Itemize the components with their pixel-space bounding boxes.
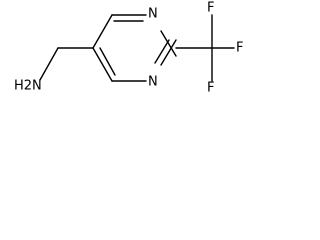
bond-n3-c2 (160, 39, 177, 66)
bond-n3-c2-inner (154, 39, 170, 64)
bond-c6-c5 (92, 14, 113, 49)
bond-c5-c4 (92, 47, 113, 82)
pyrimidine-ring (92, 14, 177, 82)
trifluoromethyl-group (175, 14, 235, 82)
fluorine-label-right: F (236, 41, 243, 56)
bond-ch2-n (39, 47, 59, 81)
aminomethyl-group (39, 47, 94, 81)
bond-c5-c4-inner (99, 47, 116, 76)
chemical-structure-diagram: N N F F F H2N (14, 1, 243, 96)
nitrogen-label-bottom: N (148, 75, 158, 90)
fluorine-label-top: F (207, 1, 214, 16)
fluorine-label-bottom: F (207, 81, 214, 96)
amine-label: H2N (14, 79, 42, 94)
bond-c2-n1 (160, 30, 177, 57)
nitrogen-label-top: N (148, 7, 158, 22)
